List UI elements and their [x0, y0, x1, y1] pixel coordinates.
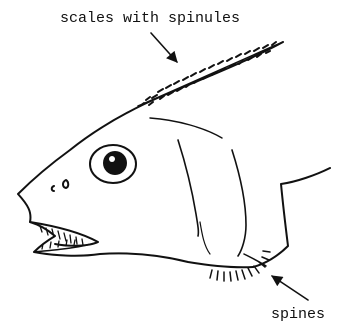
nostril-rear [52, 186, 54, 191]
dorsal-ridge [138, 42, 283, 106]
opercle-line [232, 150, 246, 256]
head-outline [18, 42, 283, 267]
eye-pupil [103, 151, 127, 175]
nostril-front [63, 180, 68, 188]
arrow-spines [272, 276, 308, 300]
opercle-edge [253, 168, 330, 267]
label-spines: spines [271, 307, 325, 322]
preopercle-line [178, 140, 198, 236]
label-scales-with-spinules: scales with spinules [60, 11, 240, 26]
eye-highlight [109, 156, 115, 162]
cheek-fold [200, 222, 210, 254]
arrow-scales [151, 33, 177, 62]
head-crease [150, 118, 222, 138]
